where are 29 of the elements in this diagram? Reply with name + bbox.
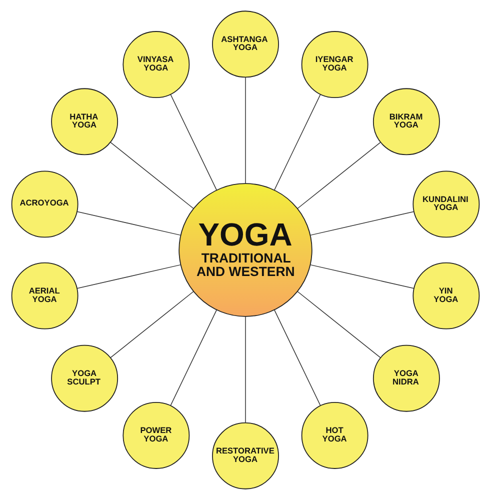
- node-circle: AERIAL YOGA: [10, 262, 78, 330]
- node-circle: ASHTANGA YOGA: [212, 10, 278, 78]
- node-circle: YOGA TRADITIONAL AND WESTERN: [178, 183, 312, 317]
- node-circle: VINYASA YOGA: [122, 31, 190, 98]
- node-circle: IYENGAR YOGA: [300, 31, 368, 98]
- connector: [310, 264, 414, 289]
- connector: [170, 94, 216, 190]
- node-circle: YIN YOGA: [412, 262, 480, 330]
- connector: [296, 142, 380, 209]
- connector: [110, 291, 194, 358]
- node-circle: BIKRAM YOGA: [372, 88, 440, 156]
- node-circle: ACROYOGA: [10, 170, 78, 238]
- connector: [170, 310, 216, 406]
- connector: [244, 316, 246, 424]
- node-circle: KUNDALINI YOGA: [412, 170, 480, 238]
- connector: [110, 142, 194, 209]
- connector: [274, 94, 320, 190]
- node-circle: RESTORATIVE YOGA: [212, 422, 278, 490]
- connector: [244, 76, 246, 184]
- node-circle: HATHA YOGA: [50, 88, 118, 156]
- connector: [76, 211, 180, 236]
- connector: [296, 291, 380, 358]
- connector: [310, 211, 414, 236]
- connector: [76, 264, 180, 289]
- node-circle: HOT YOGA: [300, 402, 368, 469]
- node-circle: YOGA NIDRA: [372, 344, 440, 412]
- node-circle: POWER YOGA: [122, 402, 190, 469]
- connector: [274, 310, 320, 406]
- node-circle: YOGA SCULPT: [50, 344, 118, 412]
